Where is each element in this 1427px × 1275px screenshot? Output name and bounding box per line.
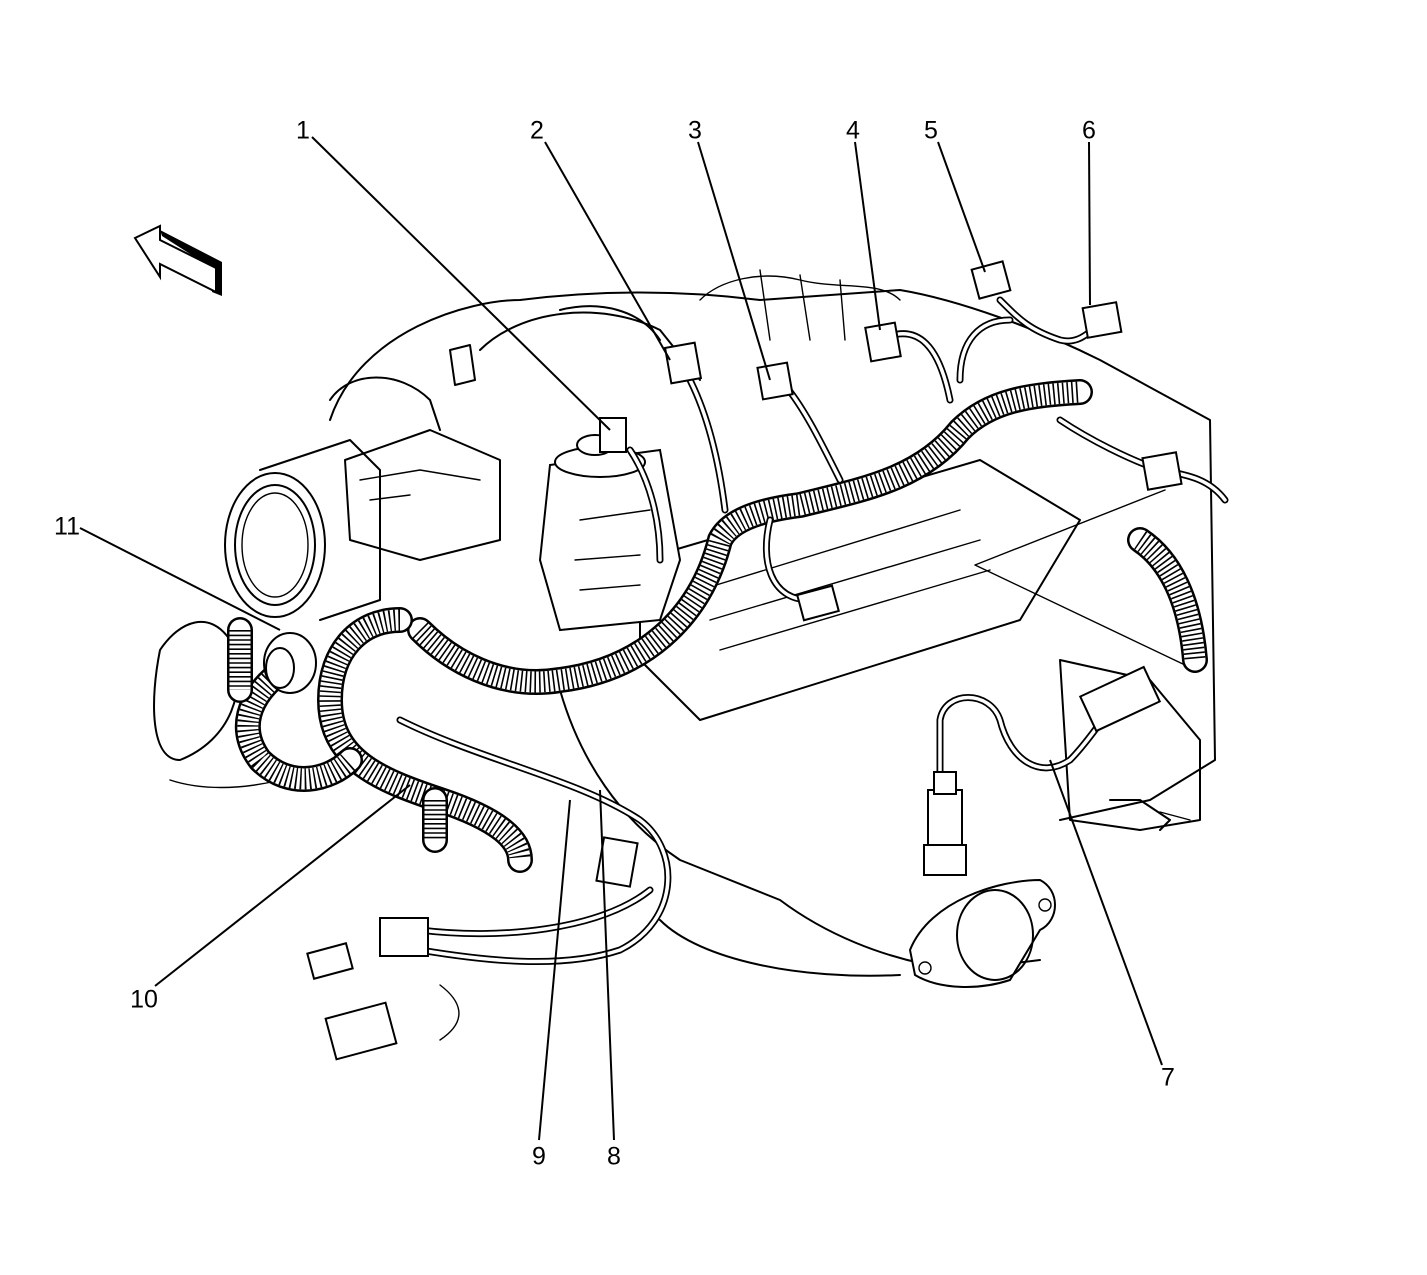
callout-10: 10 bbox=[130, 985, 158, 1014]
connectors bbox=[306, 260, 1183, 1061]
callout-8: 8 bbox=[607, 1142, 621, 1171]
callout-2: 2 bbox=[530, 116, 544, 145]
callout-1: 1 bbox=[296, 116, 310, 145]
main-wiring-harness bbox=[227, 379, 1208, 873]
callout-9: 9 bbox=[532, 1142, 546, 1171]
callout-6: 6 bbox=[1082, 116, 1096, 145]
oxygen-sensor bbox=[923, 771, 967, 876]
bracket-leader-triangle bbox=[974, 489, 1186, 666]
callout-3: 3 bbox=[688, 116, 702, 145]
harness-branch-lower bbox=[396, 716, 672, 1041]
exhaust-flange bbox=[908, 878, 1056, 988]
callout-5: 5 bbox=[924, 116, 938, 145]
callout-7: 7 bbox=[1161, 1063, 1175, 1092]
callout-11: 11 bbox=[54, 512, 80, 541]
front-direction-arrow-icon bbox=[133, 224, 222, 296]
egr-valve bbox=[538, 417, 682, 632]
intake-air-temp-connector bbox=[263, 632, 317, 694]
leader-lines bbox=[79, 136, 1163, 1141]
throttle-body bbox=[224, 344, 501, 621]
callout-4: 4 bbox=[846, 116, 860, 145]
